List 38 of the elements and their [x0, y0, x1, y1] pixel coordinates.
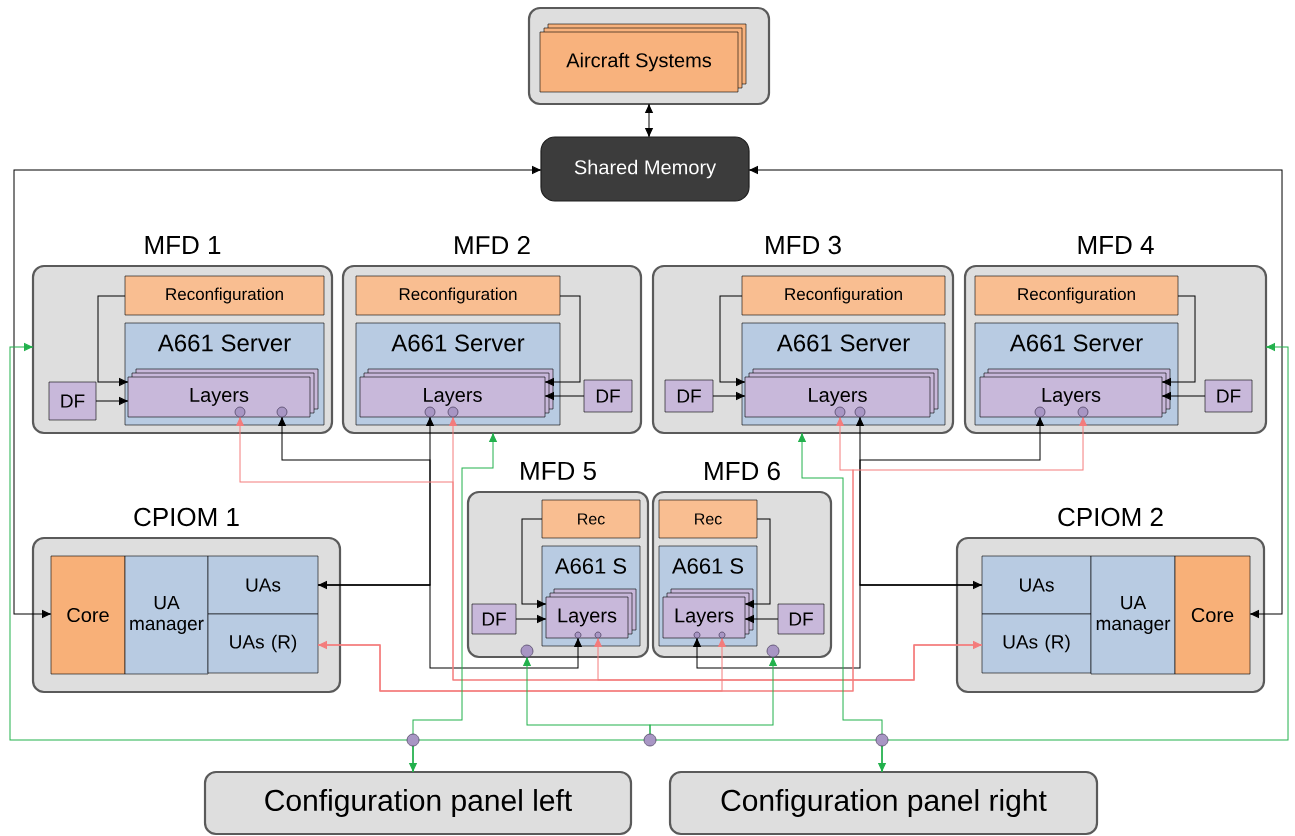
function-box: Reconfiguration — [124, 275, 325, 316]
module-title: MFD 1 — [145, 236, 221, 254]
layer-stack: Layers — [662, 588, 754, 639]
function-box: Rec — [541, 499, 641, 539]
module-title: CPIOM 1 — [134, 507, 239, 527]
function-box: UAs — [207, 555, 319, 615]
function-box: UAs (R) — [981, 613, 1092, 674]
function-box: Rec — [658, 499, 758, 539]
module-title: CPIOM 2 — [1058, 507, 1163, 527]
function-box: Reconfiguration — [741, 275, 946, 316]
module-title: MFD 2 — [455, 235, 530, 255]
function-box: UA manager — [124, 555, 209, 675]
df-box: DF — [48, 381, 97, 421]
module-title: MFD 5 — [521, 461, 596, 481]
memory-box: Shared Memory — [540, 136, 750, 202]
layer-stack: Layers — [359, 368, 554, 418]
function-box: Reconfiguration — [355, 275, 561, 316]
df-box: DF — [471, 603, 517, 635]
core-box: Core — [1174, 555, 1251, 675]
module-title: MFD 6 — [705, 461, 780, 481]
function-box: Reconfiguration — [974, 275, 1179, 316]
function-box: UAs (R) — [207, 613, 319, 674]
core-box: Core — [50, 555, 126, 675]
df-box: DF — [1204, 379, 1253, 413]
df-box: DF — [664, 379, 714, 413]
layer-stack: Layers — [545, 588, 637, 639]
layer-stack: Layers — [979, 368, 1171, 418]
module-title: MFD 3 — [766, 235, 841, 255]
layer-stack: Layers — [127, 368, 319, 418]
df-box: DF — [777, 603, 825, 635]
function-box: UAs — [981, 555, 1092, 615]
df-box: DF — [583, 379, 633, 413]
panel-box: Configuration panel left — [203, 770, 633, 836]
layer-stack: Layers — [744, 368, 939, 418]
function-box: UA manager — [1090, 555, 1176, 675]
module-title: MFD 4 — [1078, 236, 1154, 254]
stacked-box: Aircraft Systems — [539, 23, 747, 93]
panel-box: Configuration panel right — [668, 770, 1099, 836]
